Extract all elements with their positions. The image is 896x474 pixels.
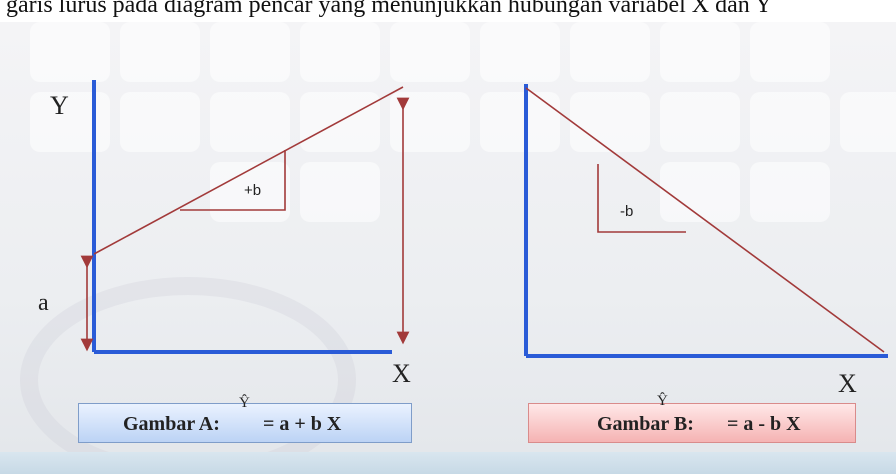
figure-a-x-label: X [392,359,411,388]
slide-background [0,22,896,474]
figure-a-caption-formula: = a + b X [263,413,342,435]
figure-a-y-label: Y [50,91,69,120]
figure-b-caption-prefix: Gambar B: [597,413,694,435]
figure-b-x-label: X [838,369,857,398]
header-text: garis lurus pada diagram pencar yang men… [6,0,773,18]
figure-b-yhat-symbol: Ŷ [657,393,668,409]
figure-b-slope-label: -b [620,203,633,220]
figure-b-slope-triangle [597,164,686,233]
figure-b-regression-line [525,87,885,353]
figure-b-caption: Gambar B: Ŷ = a - b X [528,394,856,443]
figure-a-slope-triangle [180,150,286,211]
figure-a-caption-prefix: Gambar A: [123,413,220,435]
figure-a-caption: Gambar A: Ŷ = a + b X [78,396,412,443]
footer-band [0,452,896,474]
figure-a-slope-label: +b [244,182,261,199]
intercept-label: a [38,290,49,316]
figure-b-caption-formula: = a - b X [727,413,801,435]
figure-a-regression-line [93,86,404,255]
figure-a-yhat-symbol: Ŷ [239,395,250,411]
